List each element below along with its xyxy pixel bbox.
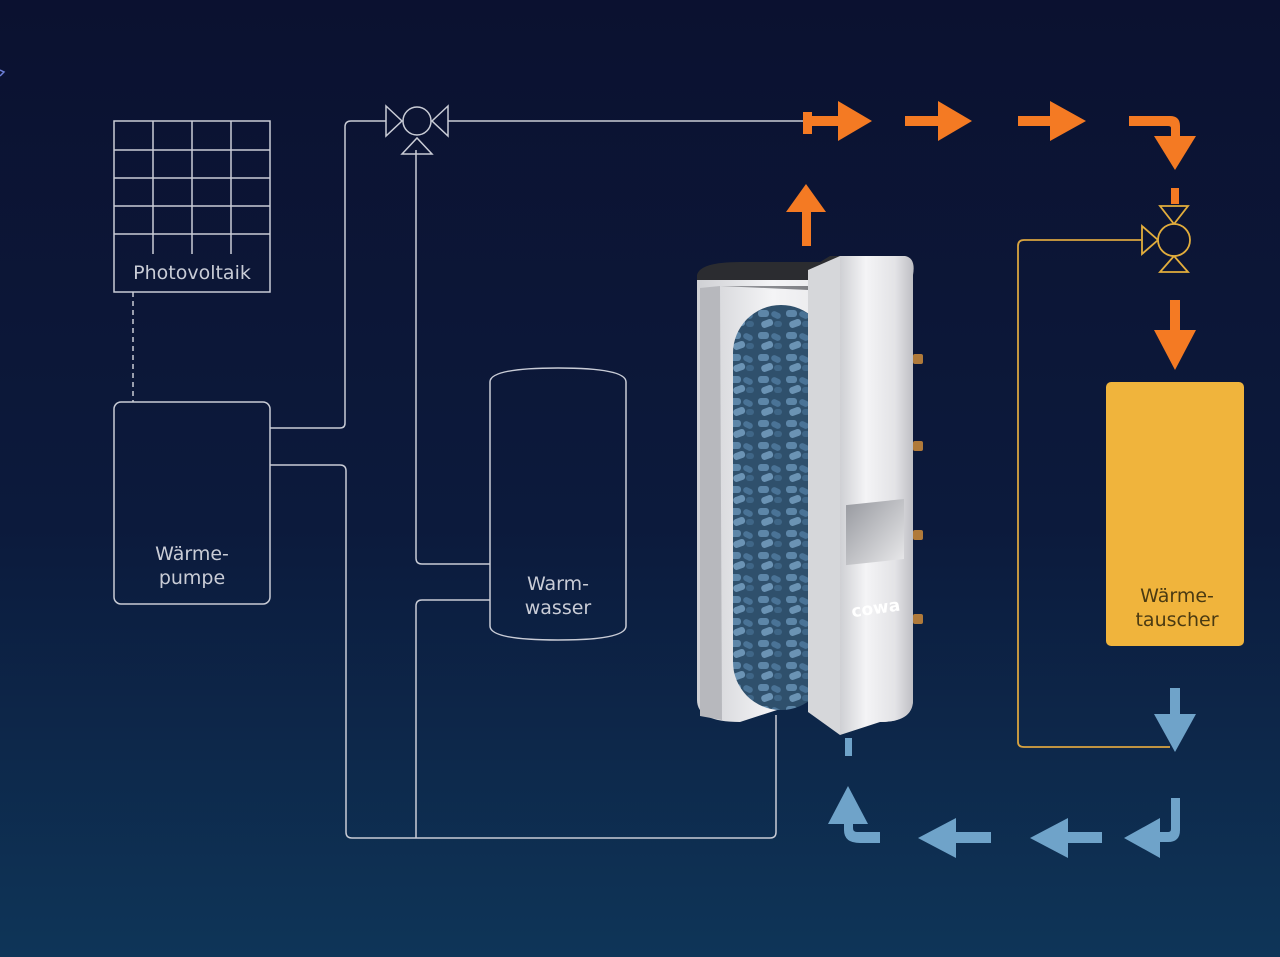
- photovoltaik-label: Photovoltaik: [133, 262, 251, 284]
- arrow-icon: [803, 101, 872, 141]
- arrow-icon: [1030, 818, 1102, 858]
- pellet-fill: [733, 305, 829, 710]
- hot-flow-arrows: [786, 101, 1196, 370]
- warmwasser-tank: [489, 367, 627, 641]
- waermepumpe-label-2: pumpe: [159, 567, 225, 589]
- arrow-icon: [918, 818, 991, 858]
- storage-tank: cowa: [697, 256, 923, 735]
- waermetauscher-label-2: tauscher: [1135, 609, 1218, 631]
- valve-right: [1141, 205, 1191, 273]
- pipe-network: [270, 120, 812, 839]
- heat-exchanger-loop: [1017, 239, 1170, 748]
- arrow-icon: [1154, 300, 1196, 370]
- arrow-icon: [1129, 116, 1196, 170]
- valve-top: [385, 104, 449, 155]
- waermepumpe-label-1: Wärme-: [155, 543, 229, 565]
- arrow-icon: [905, 101, 972, 141]
- warmwasser-label-2: wasser: [525, 597, 592, 619]
- photovoltaik-panel: [113, 120, 271, 293]
- waermepumpe-box: [113, 401, 271, 605]
- brand-plate: [846, 498, 904, 566]
- cold-flow-arrows: [828, 688, 1196, 858]
- arrow-icon: [786, 184, 826, 246]
- pipe-stub: [1171, 188, 1179, 204]
- waermetauscher-label-1: Wärme-: [1140, 585, 1214, 607]
- arrow-icon: [1124, 798, 1180, 858]
- arrow-icon: [1154, 688, 1196, 752]
- arrow-icon: [828, 786, 880, 843]
- warmwasser-label-1: Warm-: [527, 573, 589, 595]
- pipe-stub: [845, 738, 852, 756]
- corner-mark: [0, 69, 6, 77]
- waermetauscher-box: [1106, 382, 1244, 646]
- arrow-icon: [1018, 101, 1086, 141]
